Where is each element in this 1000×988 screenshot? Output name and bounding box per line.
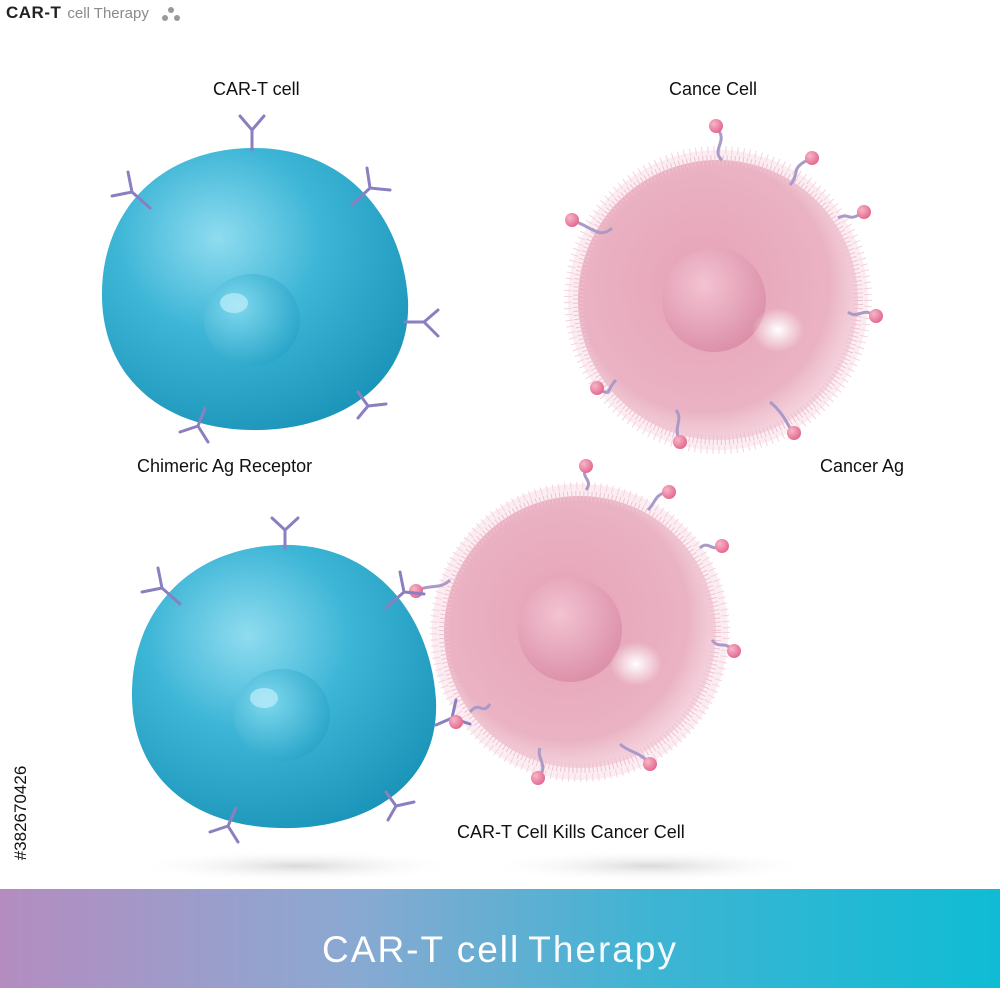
cancer-cell-top [564,146,872,454]
bound-antigen [449,715,463,729]
stock-id-text: #382670426 [11,765,30,861]
cancer-cell-bottom [430,482,730,782]
label-kills: CAR-T Cell Kills Cancer Cell [457,822,685,842]
header-subtitle: cell Therapy [67,5,149,22]
shadow-left [133,850,463,882]
banner-title-part1: CAR-T cell [322,929,521,970]
cancer-antigens-top [565,119,883,449]
diagram-canvas [101,114,883,882]
cart-cell-bottom [131,544,437,829]
label-cart-cell: CAR-T cell [213,79,300,99]
banner-title-part2: Therapy [528,929,678,970]
header-brand: CAR-T [6,3,62,22]
label-cancer-cell: Cance Cell [669,79,758,99]
footer-banner [0,889,1000,988]
receptor-icons-top [110,114,440,444]
stock-id: #382670426 [10,748,32,878]
label-cancer-ag: Cancer Ag [820,456,905,476]
header-title: CAR-T cell Therapy [6,3,182,23]
cancer-antigens-bottom [409,459,741,785]
dots-icon [161,6,180,21]
receptor-icons-bottom [140,516,472,844]
cart-cell-top [101,147,409,431]
shadow-right [485,850,815,882]
label-chimeric-receptor: Chimeric Ag Receptor [137,456,313,476]
